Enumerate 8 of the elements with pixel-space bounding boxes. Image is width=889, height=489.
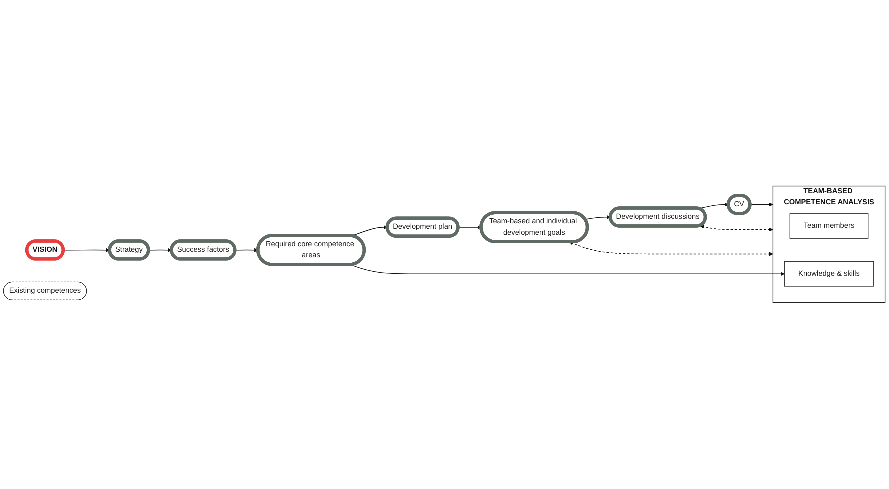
arrow <box>700 225 774 232</box>
arrow <box>585 215 611 220</box>
arrow <box>458 226 482 230</box>
arrow <box>750 202 774 207</box>
arrow <box>148 248 172 252</box>
arrow <box>234 248 259 252</box>
arrow <box>63 248 110 252</box>
arrow <box>569 242 774 256</box>
